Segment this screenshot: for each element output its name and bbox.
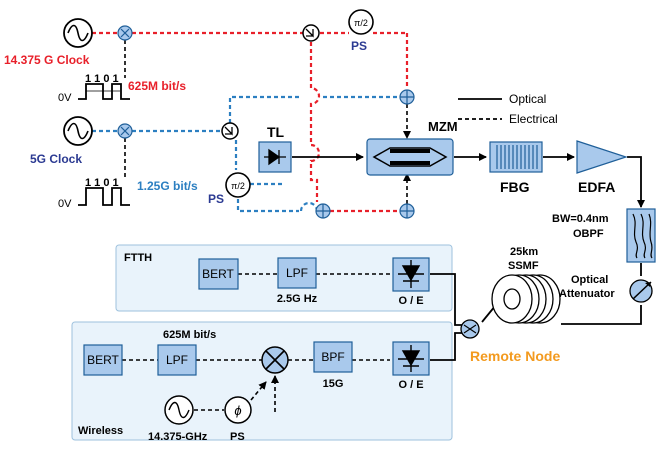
bits-top: 1 1 0 1 bbox=[85, 73, 119, 85]
tl-label: TL bbox=[267, 124, 285, 140]
ftth-lpf-box bbox=[277, 257, 317, 289]
sine-icon bbox=[168, 401, 190, 419]
ftth-lpf-label: LPF bbox=[286, 266, 308, 280]
wireless-rate: 625M bit/s bbox=[163, 329, 216, 341]
splitter-blue-icon bbox=[221, 122, 239, 140]
wireless-phase-shifter: ϕ bbox=[224, 396, 252, 424]
mzm-label: MZM bbox=[428, 119, 458, 134]
zero-mid: 0V bbox=[58, 198, 72, 210]
rate-125g-label: 1.25G bit/s bbox=[137, 179, 198, 193]
ftth-bert-label: BERT bbox=[202, 267, 234, 281]
legend-optical: Optical bbox=[509, 92, 546, 106]
lo-label: 14.375-GHz bbox=[148, 431, 208, 443]
wireless-panel bbox=[71, 321, 453, 441]
black-electrical-lines bbox=[122, 40, 411, 412]
clock-14g-label: 14.375 G Clock bbox=[4, 53, 90, 67]
wireless-bpf-label: BPF bbox=[321, 350, 344, 364]
ps-mid-label: PS bbox=[208, 192, 224, 206]
ftth-lpf-bw: 2.5G Hz bbox=[277, 293, 318, 305]
wireless-lpf-box bbox=[157, 344, 197, 376]
zero-top: 0V bbox=[58, 92, 72, 104]
splitter-red-icon bbox=[302, 24, 320, 42]
combiner-top-icon bbox=[399, 89, 415, 105]
lo-source bbox=[164, 395, 194, 425]
obpf-bw-label: BW=0.4nm bbox=[552, 213, 609, 225]
wireless-lpf-label: LPF bbox=[166, 353, 188, 367]
wireless-title: Wireless bbox=[78, 425, 123, 437]
data-pattern-mid bbox=[78, 187, 130, 206]
blue-electrical-path bbox=[92, 95, 401, 213]
fiber-length-label: 25km bbox=[510, 246, 538, 258]
remote-node-label: Remote Node bbox=[470, 348, 560, 364]
combiner-right-icon bbox=[399, 203, 415, 219]
ftth-title: FTTH bbox=[124, 252, 152, 264]
ftth-photodiode bbox=[392, 257, 430, 292]
sine-icon bbox=[67, 24, 89, 42]
ps-top-label: PS bbox=[351, 39, 367, 53]
rate-625m-label: 625M bit/s bbox=[128, 79, 186, 93]
data-pattern-top bbox=[78, 83, 130, 100]
ftth-bert-box bbox=[198, 258, 239, 290]
legend: Optical Electrical bbox=[458, 92, 558, 126]
attenuator-label-2: Attenuator bbox=[559, 288, 615, 300]
wireless-oe-label: O / E bbox=[398, 379, 423, 391]
bits-mid: 1 1 0 1 bbox=[85, 177, 119, 189]
wireless-mixer-icon bbox=[261, 346, 289, 374]
edfa-label: EDFA bbox=[578, 179, 615, 195]
fbg-label: FBG bbox=[500, 179, 530, 195]
tunable-laser bbox=[258, 141, 292, 173]
combiner-bottom-icon bbox=[315, 203, 331, 219]
phase-mid-value: π/2 bbox=[231, 181, 245, 191]
mzm-modulator bbox=[366, 138, 454, 176]
phase-shifter-top: π/2 bbox=[348, 9, 374, 35]
fiber-type-label: SSMF bbox=[508, 260, 539, 272]
fbg-filter bbox=[489, 141, 543, 173]
red-electrical-path bbox=[92, 31, 409, 213]
wireless-bert-box bbox=[83, 344, 123, 376]
wireless-phi: ϕ bbox=[234, 403, 241, 418]
phase-top-value: π/2 bbox=[354, 18, 368, 28]
edfa-amplifier bbox=[576, 140, 628, 174]
obpf-filter bbox=[626, 208, 656, 263]
clock-5g-label: 5G Clock bbox=[30, 152, 82, 166]
attenuator-label-1: Optical bbox=[571, 274, 608, 286]
wireless-bert-label: BERT bbox=[87, 353, 119, 367]
obpf-label: OBPF bbox=[573, 228, 604, 240]
fiber-spool-icon bbox=[491, 274, 561, 324]
ftth-oe-label: O / E bbox=[398, 295, 423, 307]
mixer-mid-icon bbox=[117, 123, 133, 139]
sine-icon bbox=[67, 122, 89, 140]
optical-attenuator bbox=[629, 279, 653, 303]
wireless-ps-label: PS bbox=[230, 431, 245, 443]
wireless-bpf-box bbox=[313, 341, 353, 373]
remote-node-icon bbox=[460, 319, 480, 339]
phase-shifter-mid: π/2 bbox=[225, 172, 251, 198]
legend-electrical: Electrical bbox=[509, 112, 558, 126]
wireless-photodiode bbox=[392, 341, 430, 376]
wireless-bpf-bw: 15G bbox=[323, 378, 344, 390]
mixer-top-icon bbox=[117, 25, 133, 41]
